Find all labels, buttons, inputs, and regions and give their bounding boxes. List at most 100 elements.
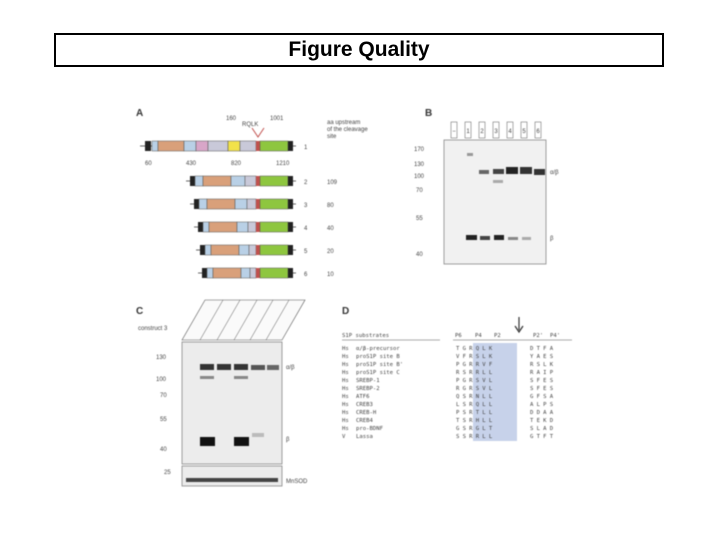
svg-text:RSRRLL: RSRRLL [456,370,495,376]
panel-c-label: C [136,306,143,317]
svg-text:Hs: Hs [342,354,349,360]
lane-header-c [181,299,306,341]
table-row: Hs pro-BDNF GSRGLT SLAD [342,426,556,432]
band-c-lane3-ab [217,364,231,370]
svg-text:Hs: Hs [342,418,349,424]
axis-label-60: 60 [145,161,152,167]
band-b-lane4-beta [508,237,518,240]
band-b-lane4-ab [506,167,518,174]
svg-text:pro-BDNF: pro-BDNF [356,426,384,432]
svg-text:Hs: Hs [342,370,349,376]
lane-label-4: 4 [508,129,512,135]
svg-text:LSRQLL: LSRQLL [456,402,495,408]
svg-text:V: V [342,434,346,440]
svg-text:YAES: YAES [530,354,556,360]
construct-5-aa: 20 [327,249,334,255]
band-c-lane2-ab [200,364,214,370]
band-c-lane4-lower [234,376,248,379]
blot-b [443,139,547,265]
band-c-mnsod [186,478,278,482]
construct-4-num: 4 [304,226,308,232]
panel-b: B − 1 2 3 4 5 6 170 130 100 70 55 40 [414,108,559,265]
svg-text:RAIP: RAIP [530,370,556,376]
svg-text:CREB4: CREB4 [356,418,373,424]
construct-bar-2 [186,175,296,187]
construct-bar-4 [194,221,296,233]
marker-b-170: 170 [414,147,425,153]
svg-text:SFES: SFES [530,386,556,392]
table-row: Hs SREBP-2 RGRSVL SFES [342,386,556,392]
svg-text:SLAD: SLAD [530,426,556,432]
svg-text:Hs: Hs [342,378,349,384]
svg-text:α/β-precursor: α/β-precursor [356,346,400,352]
lane-label-minus: − [452,129,456,135]
table-row: V Lassa SSRRLL GTFT [342,434,553,440]
band-c-lane4-beta [234,437,249,446]
construct-6-aa: 10 [327,272,334,278]
band-b-lane1-top [467,153,473,156]
svg-text:SFES: SFES [530,378,556,384]
band-b-lane2-beta [480,236,490,240]
panel-c: C construct 3 130 100 70 55 40 [136,299,308,487]
svg-text:RSLK: RSLK [530,362,556,368]
table-row: Hs ATF6 QSRNLL GFSA [342,394,556,400]
band-label-c-beta: β [286,437,290,443]
panel-a-motif: RQLK [242,122,258,128]
construct-3-num: 3 [304,203,308,209]
band-b-lane5-ab [520,167,532,174]
marker-b-55: 55 [416,216,423,222]
band-b-lane6-ab [534,169,545,175]
band-c-lane4-ab [234,364,248,370]
construct-label: construct 3 [138,326,168,332]
band-c-lane2-lower [200,376,214,379]
table-row: Hs CREB3 LSRQLL ALPS [342,402,553,408]
marker-b-130: 130 [414,162,425,168]
band-b-lane1-beta [466,235,477,240]
svg-text:CREB-H: CREB-H [356,410,376,416]
svg-text:GSRGLT: GSRGLT [456,426,495,432]
svg-text:QSRNLL: QSRNLL [456,394,495,400]
panel-a-header-line1: aa upstream [327,120,360,126]
svg-text:PGRRVF: PGRRVF [456,362,495,368]
axis-label-1210: 1210 [276,161,290,167]
construct-1-num: 1 [304,145,308,151]
table-header-p2: P2 [494,333,501,339]
svg-text:GFSA: GFSA [530,394,556,400]
panel-a-residue-left: 160 [226,116,237,122]
svg-text:PSRTLL: PSRTLL [456,410,495,416]
motif-highlight [473,343,517,441]
construct-2-aa: 109 [327,180,338,186]
blot-c-loading [181,465,283,487]
band-label-b-beta: β [550,236,554,242]
marker-c-70: 70 [160,393,167,399]
construct-bar-1 [140,140,296,152]
cleavage-site-marker [251,127,265,138]
svg-text:Hs: Hs [342,386,349,392]
band-c-lane6-ab [267,365,279,370]
svg-text:Hs: Hs [342,346,349,352]
construct-bar-5 [196,244,296,256]
marker-b-40: 40 [416,252,423,258]
table-header-substrates: S1P substrates [342,333,389,339]
svg-text:ATF6: ATF6 [356,394,369,400]
table-row: Hs CREB-H PSRTLL DDAA [342,410,553,416]
panel-d-label: D [342,306,349,317]
figure-title: Figure Quality [54,33,664,67]
svg-text:proS1P site B: proS1P site B [356,354,400,360]
marker-b-70: 70 [416,188,423,194]
svg-text:SREBP-1: SREBP-1 [356,378,380,384]
svg-text:TEKD: TEKD [530,418,556,424]
lane-label-1: 1 [466,129,470,135]
svg-text:Hs: Hs [342,410,349,416]
svg-text:CREB3: CREB3 [356,402,373,408]
construct-6-num: 6 [304,272,308,278]
panel-a-label: A [136,108,143,119]
panel-b-label: B [425,108,432,119]
lane-label-3: 3 [494,129,498,135]
marker-c-100: 100 [156,377,167,383]
svg-text:DTFA: DTFA [530,346,556,352]
svg-text:TSRHLL: TSRHLL [456,418,495,424]
construct-bar-3 [190,198,296,210]
table-row: Hs proS1P site B' PGRRVF RSLK [342,362,556,368]
